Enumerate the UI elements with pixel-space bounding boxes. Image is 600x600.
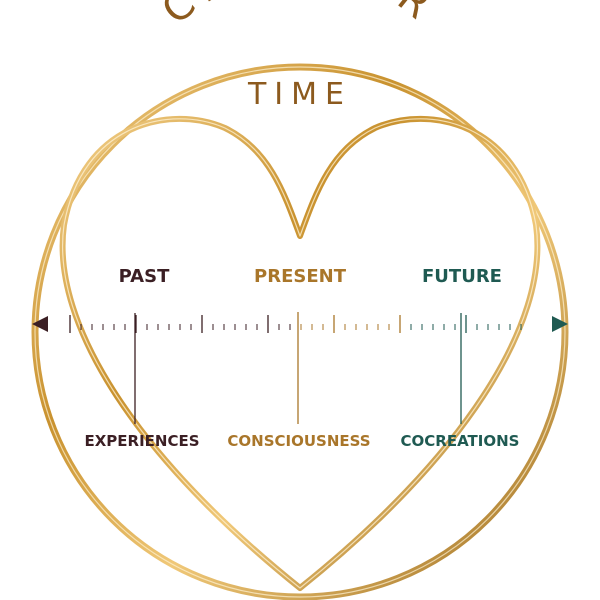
label-present: PRESENT <box>254 266 347 287</box>
outer-ring <box>31 63 569 600</box>
heart-highlight <box>62 118 538 589</box>
outer-ring-highlight <box>34 66 566 598</box>
title-sub-text: TIME <box>247 77 352 112</box>
heart-outline <box>59 115 541 591</box>
label-past: PAST <box>119 266 170 287</box>
label-experiences: EXPERIENCES <box>84 432 199 450</box>
label-consciousness: CONSCIOUSNESS <box>227 432 370 450</box>
right-arrow-icon <box>552 316 568 332</box>
left-arrow-icon <box>32 316 48 332</box>
title-arc-text: CIRCULAR <box>154 0 447 34</box>
label-cocreations: COCREATIONS <box>401 432 520 450</box>
timeline-ticks <box>69 315 522 333</box>
label-future: FUTURE <box>422 266 502 287</box>
